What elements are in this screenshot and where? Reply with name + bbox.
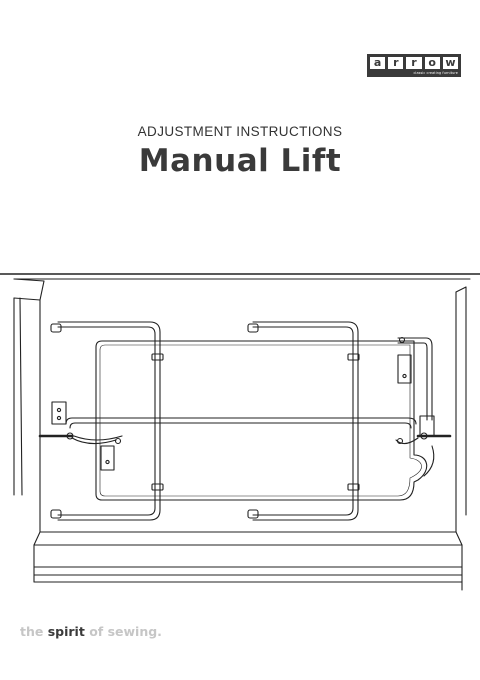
logo-letter: w	[442, 57, 459, 69]
footer-slogan: the spirit of sewing.	[20, 624, 162, 639]
slogan-part: of sewing.	[89, 624, 162, 639]
manual-lift-illustration	[0, 273, 480, 591]
document-title: Manual Lift	[138, 143, 342, 179]
logo-letters: a r r o w	[370, 57, 459, 69]
logo-letter: r	[388, 57, 404, 69]
document-subtitle: ADJUSTMENT INSTRUCTIONS	[137, 124, 343, 139]
arrow-logo: a r r o w classic creating furniture	[367, 54, 461, 77]
logo-letter: a	[370, 57, 386, 69]
logo-letter: o	[424, 57, 440, 69]
logo-tagline: classic creating furniture	[413, 71, 458, 75]
logo-letter: r	[406, 57, 422, 69]
slogan-emphasis: spirit	[47, 624, 85, 639]
slogan-part: the	[20, 624, 44, 639]
